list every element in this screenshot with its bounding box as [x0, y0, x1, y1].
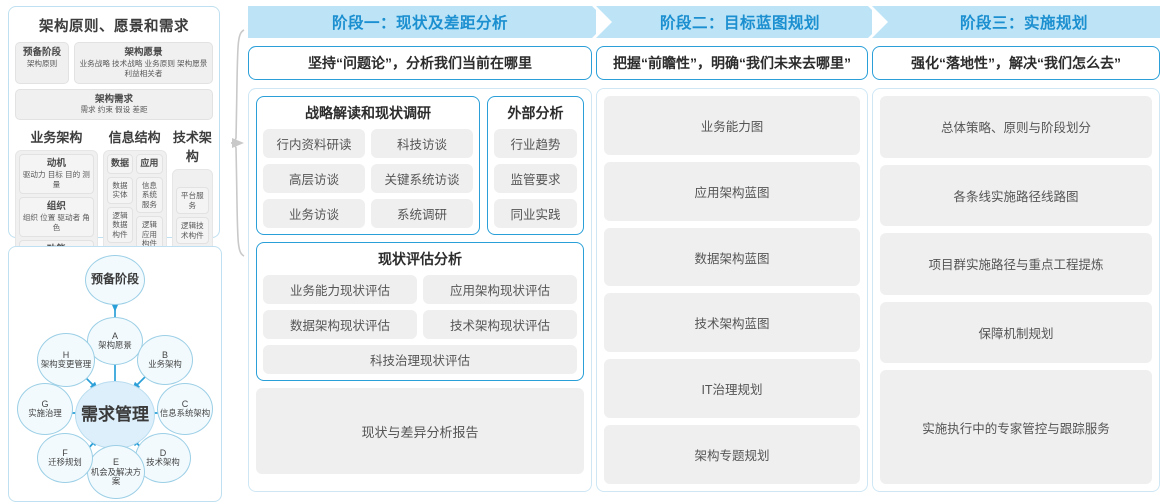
pillar-business-title: 业务架构: [30, 130, 83, 146]
togaf-prelim-heading: 预备阶段: [22, 47, 61, 58]
group-external-analysis-title: 外部分析: [507, 105, 564, 121]
adm-cycle-card: 预备阶段 需求管理 A 架构愿景 B 业务架构 C 信息系统架构 D 技术架构: [8, 246, 222, 502]
tile-item[interactable]: 总体策略、原则与阶段划分: [880, 96, 1152, 158]
stage-three: 阶段三：实施规划 强化“落地性”，解决“我们怎么去” 总体策略、原则与阶段划分 …: [872, 6, 1160, 492]
tile-item[interactable]: 行业趋势: [494, 129, 577, 158]
adm-node-g[interactable]: G 实施治理: [17, 383, 73, 435]
tile-item[interactable]: 架构专题规划: [604, 425, 860, 484]
tile-item[interactable]: 技术架构现状评估: [423, 310, 577, 339]
adm-center-requirements[interactable]: 需求管理: [75, 381, 155, 449]
togaf-requirement-box: 架构需求 需求 约束 假设 差距: [15, 88, 213, 121]
group-current-state-assessment-tiles: 业务能力现状评估 应用架构现状评估 数据架构现状评估 技术架构现状评估: [263, 275, 577, 339]
group-strategy-research-tiles: 行内资料研读 科技访谈 高层访谈 关键系统访谈 业务访谈 系统调研: [263, 129, 473, 228]
tile-item[interactable]: 应用架构现状评估: [423, 275, 577, 304]
adm-node-preliminary[interactable]: 预备阶段: [85, 255, 145, 305]
togaf-title: 架构原则、愿景和需求: [39, 19, 189, 35]
togaf-vision-sub: 业务战略 技术战略 业务原则 架构愿景 利益相关者: [79, 58, 208, 78]
stage-two: 阶段二：目标蓝图规划 把握“前瞻性”，明确“我们未来去哪里” 业务能力图 应用架…: [596, 6, 884, 492]
tile-item[interactable]: 业务访谈: [263, 199, 365, 228]
tile-item[interactable]: 科技访谈: [371, 129, 473, 158]
stage-three-slogan: 强化“落地性”，解决“我们怎么去”: [872, 46, 1160, 80]
stage-one-slogan: 坚持“问题论”，分析我们当前在哪里: [248, 46, 592, 80]
pillar-technology-title: 技术架构: [172, 130, 212, 165]
tile-item[interactable]: 高层访谈: [263, 164, 365, 193]
stage-three-banner: 阶段三：实施规划: [872, 6, 1160, 38]
tile-item[interactable]: 技术架构蓝图: [604, 293, 860, 353]
stage-one-section-research: 战略解读和现状调研 行内资料研读 科技访谈 高层访谈 关键系统访谈 业务访谈 系…: [256, 96, 584, 235]
tile-item[interactable]: 系统调研: [371, 199, 473, 228]
stage-one-report-tile[interactable]: 现状与差异分析报告: [256, 388, 584, 474]
left-panel: 架构原则、愿景和需求 预备阶段 架构原则 架构愿景 业务战略 技术战略 业务原则…: [8, 6, 245, 502]
tile-item[interactable]: 应用架构蓝图: [604, 161, 860, 221]
group-current-state-assessment-title: 现状评估分析: [378, 251, 462, 267]
tile-item[interactable]: 项目群实施路径与重点工程提炼: [880, 233, 1152, 295]
adm-node-a[interactable]: A 架构愿景: [87, 317, 143, 365]
tile-item[interactable]: 各条线实施路径线路图: [880, 164, 1152, 227]
tile-item[interactable]: 业务能力图: [604, 96, 860, 155]
togaf-framework-card: 架构原则、愿景和需求 预备阶段 架构原则 架构愿景 业务战略 技术战略 业务原则…: [8, 6, 220, 350]
tile-item[interactable]: 保障机制规划: [880, 301, 1152, 364]
togaf-vision-box: 架构愿景 业务战略 技术战略 业务原则 架构愿景 利益相关者: [74, 42, 213, 84]
adm-node-e[interactable]: E 机会及解决方案: [87, 445, 145, 499]
group-strategy-research-title: 战略解读和现状调研: [305, 105, 431, 121]
adm-node-h[interactable]: H 架构变更管理: [37, 333, 95, 387]
tile-item-governance-assessment[interactable]: 科技治理现状评估: [263, 345, 577, 374]
tile-item[interactable]: 关键系统访谈: [371, 164, 473, 193]
group-strategy-research: 战略解读和现状调研 行内资料研读 科技访谈 高层访谈 关键系统访谈 业务访谈 系…: [256, 96, 480, 235]
stage-two-banner: 阶段二：目标蓝图规划: [596, 6, 884, 38]
stage-one-banner: 阶段一：现状及差距分析: [248, 6, 608, 38]
togaf-prelim-box: 预备阶段 架构原则: [15, 42, 69, 84]
togaf-requirement-sub: 需求 约束 假设 差距: [80, 105, 148, 115]
pillar-business-item: 组织 组织 位置 驱动者 角色: [19, 196, 94, 237]
pillar-business-item: 动机 驱动力 目标 目的 测量: [19, 154, 94, 194]
group-current-state-assessment: 现状评估分析 业务能力现状评估 应用架构现状评估 数据架构现状评估 技术架构现状…: [256, 242, 584, 381]
stage-one: 阶段一：现状及差距分析 坚持“问题论”，分析我们当前在哪里 战略解读和现状调研 …: [248, 6, 608, 492]
adm-node-f[interactable]: F 迁移规划: [37, 433, 93, 483]
tile-item[interactable]: 数据架构蓝图: [604, 227, 860, 287]
brace-connector: [230, 29, 245, 257]
togaf-vision-heading: 架构愿景: [124, 47, 163, 58]
togaf-requirement-heading: 架构需求: [94, 93, 133, 105]
stage-one-body: 战略解读和现状调研 行内资料研读 科技访谈 高层访谈 关键系统访谈 业务访谈 系…: [248, 88, 592, 492]
stage-three-body: 总体策略、原则与阶段划分 各条线实施路径线路图 项目群实施路径与重点工程提炼 保…: [872, 88, 1160, 492]
stage-two-body: 业务能力图 应用架构蓝图 数据架构蓝图 技术架构蓝图 IT治理规划 架构专题规划: [596, 88, 868, 492]
togaf-row-vision: 预备阶段 架构原则 架构愿景 业务战略 技术战略 业务原则 架构愿景 利益相关者: [15, 42, 213, 84]
togaf-prelim-sub: 架构原则: [26, 58, 58, 68]
adm-node-c[interactable]: C 信息系统架构: [157, 383, 213, 435]
tile-item[interactable]: 业务能力现状评估: [263, 275, 417, 304]
tile-item[interactable]: 同业实践: [494, 199, 577, 228]
tile-item[interactable]: IT治理规划: [604, 359, 860, 419]
tile-item[interactable]: 数据架构现状评估: [263, 310, 417, 339]
tile-item[interactable]: 行内资料研读: [263, 129, 365, 158]
stage-two-slogan: 把握“前瞻性”，明确“我们未来去哪里”: [596, 46, 868, 80]
tile-item[interactable]: 监管要求: [494, 164, 577, 193]
group-external-analysis: 外部分析 行业趋势 监管要求 同业实践: [487, 96, 584, 235]
adm-node-b[interactable]: B 业务架构: [137, 335, 193, 385]
tile-item[interactable]: 实施执行中的专家管控与跟踪服务: [880, 370, 1152, 484]
pillar-information-title: 信息结构: [108, 130, 161, 146]
group-external-analysis-tiles: 行业趋势 监管要求 同业实践: [494, 129, 577, 228]
